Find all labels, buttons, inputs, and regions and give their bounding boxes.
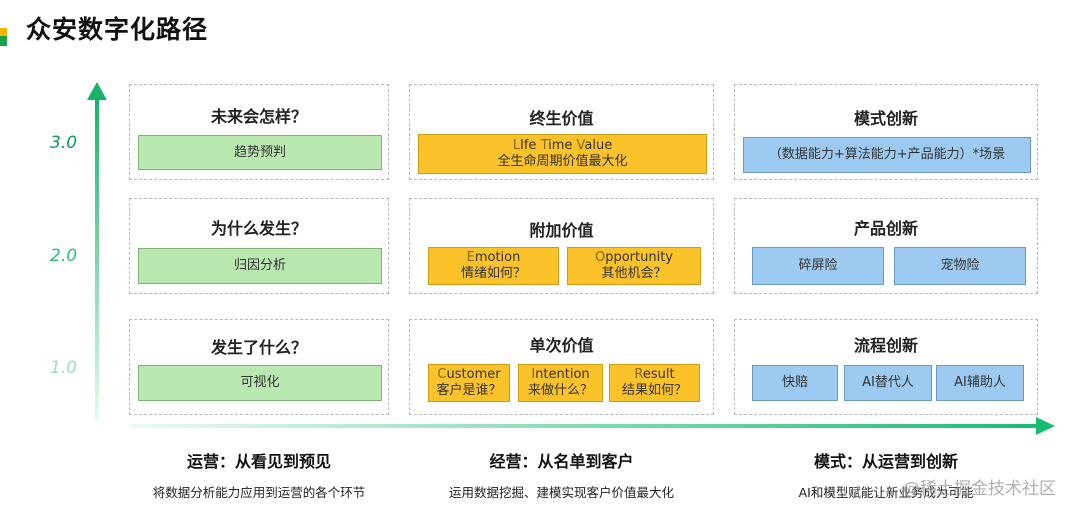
- box-ai-replace: AI替代人: [844, 365, 932, 401]
- footer-title-business: 经营：从名单到客户: [489, 452, 634, 471]
- box-emotion: Emotion 情绪如何？: [428, 247, 559, 285]
- box-quick-claim: 快赔: [752, 365, 838, 401]
- panel-lifetime-value: 终生价值 LIfe Time Value 全生命周期价值最大化: [409, 84, 714, 180]
- box-trend-prediction: 趋势预判: [138, 135, 382, 170]
- panel-product-innovation: 产品创新 碎屏险 宠物险: [734, 198, 1038, 294]
- initial-letter: I: [531, 367, 536, 382]
- box-text: AI替代人: [862, 375, 914, 390]
- panel-why: 为什么发生？ 归因分析: [129, 198, 389, 294]
- box-opportunity: Opportunity 其他机会？: [567, 247, 701, 285]
- box-formula: （数据能力+算法能力+产品能力）*场景: [743, 137, 1031, 173]
- y-label-1: 1.0: [50, 358, 78, 378]
- initial-letter: L: [512, 138, 521, 153]
- box-attribution: 归因分析: [138, 248, 382, 284]
- box-cn-text: 情绪如何？: [460, 266, 526, 281]
- box-cn-text: 其他机会？: [601, 266, 667, 281]
- panel-process-innovation: 流程创新 快赔 AI替代人 AI辅助人: [734, 319, 1038, 415]
- y-label-3: 3.0: [50, 133, 78, 153]
- box-pet-insurance: 宠物险: [894, 247, 1026, 285]
- initial-letter: T: [540, 138, 549, 153]
- box-intention: Intention 来做什么？: [518, 364, 603, 402]
- word-rest: pportunity: [605, 250, 673, 265]
- word-rest: ime: [548, 138, 577, 153]
- panel-title: 终生价值: [529, 109, 594, 128]
- footer-title-operation: 运营：从看见到预见: [186, 452, 331, 471]
- box-text: 碎屏险: [798, 258, 838, 273]
- word-rest: alue: [584, 138, 613, 153]
- panel-model-innovation: 模式创新 （数据能力+算法能力+产品能力）*场景: [734, 84, 1038, 180]
- panel-title: 发生了什么？: [210, 338, 307, 357]
- panel-title: 为什么发生？: [210, 219, 307, 238]
- box-result: Result 结果如何？: [609, 364, 700, 402]
- panel-title: 流程创新: [853, 336, 918, 355]
- box-en-text: Intention: [531, 367, 589, 383]
- box-en-text: Opportunity: [595, 250, 673, 266]
- box-customer: Customer 客户是谁？: [428, 364, 510, 402]
- box-cn-text: 来做什么？: [527, 383, 593, 398]
- x-axis-line: [130, 424, 1038, 428]
- panel-title: 模式创新: [853, 109, 918, 128]
- box-visualization: 可视化: [138, 365, 382, 401]
- initial-letter: V: [576, 138, 585, 153]
- box-text: 快赔: [781, 375, 808, 390]
- box-text: 归因分析: [233, 258, 286, 273]
- box-cn-text: 结果如何？: [621, 383, 687, 398]
- panel-title: 单次价值: [529, 336, 594, 355]
- box-ltv: LIfe Time Value 全生命周期价值最大化: [418, 134, 707, 174]
- word-rest: Ife: [520, 138, 541, 153]
- panel-added-value: 附加价值 Emotion 情绪如何？ Opportunity 其他机会？: [409, 198, 714, 294]
- panel-title: 未来会怎样？: [210, 107, 307, 126]
- footer-desc-operation: 将数据分析能力应用到运营的各个环节: [152, 485, 366, 500]
- box-text: 宠物险: [940, 258, 980, 273]
- initial-letter: E: [466, 250, 475, 265]
- word-rest: esult: [642, 367, 675, 382]
- panel-what: 发生了什么？ 可视化: [129, 319, 389, 415]
- panel-single-value: 单次价值 Customer 客户是谁？ Intention 来做什么？ Resu…: [409, 319, 714, 415]
- box-en-text: Result: [634, 367, 674, 383]
- box-cn-text: 客户是谁？: [436, 383, 502, 398]
- box-text: 趋势预判: [233, 144, 286, 160]
- initial-letter: O: [594, 250, 606, 265]
- box-ai-assist: AI辅助人: [936, 365, 1024, 401]
- title-accent-bar: [0, 28, 7, 46]
- footer-desc-model: AI和模型赋能让新业务成为可能: [798, 485, 974, 500]
- y-label-2: 2.0: [50, 246, 78, 266]
- box-text: 可视化: [240, 375, 280, 390]
- word-rest: ustomer: [446, 367, 501, 382]
- panel-title: 产品创新: [853, 219, 918, 238]
- page-title: 众安数字化路径: [26, 15, 209, 44]
- box-screen-insurance: 碎屏险: [752, 247, 884, 285]
- arrow-up-icon: [87, 82, 107, 100]
- box-en-text: Emotion: [467, 250, 521, 266]
- footer-title-model: 模式：从运营到创新: [813, 452, 958, 471]
- initial-letter: C: [437, 367, 447, 382]
- word-rest: ntention: [535, 367, 590, 382]
- box-en-text: Customer: [437, 367, 500, 383]
- y-axis-line: [95, 98, 99, 420]
- box-en-text: LIfe Time Value: [513, 138, 612, 154]
- initial-letter: R: [634, 367, 643, 382]
- panel-future: 未来会怎样？ 趋势预判: [129, 84, 389, 180]
- box-text: （数据能力+算法能力+产品能力）*场景: [768, 147, 1006, 162]
- box-text: AI辅助人: [954, 375, 1006, 390]
- watermark: @稀土掘金技术社区: [903, 479, 1056, 499]
- panel-title: 附加价值: [529, 221, 594, 240]
- footer-desc-business: 运用数据挖掘、建模实现客户价值最大化: [448, 485, 674, 500]
- word-rest: motion: [474, 250, 521, 265]
- box-cn-text: 全生命周期价值最大化: [497, 154, 628, 169]
- arrow-right-icon: [1036, 417, 1055, 435]
